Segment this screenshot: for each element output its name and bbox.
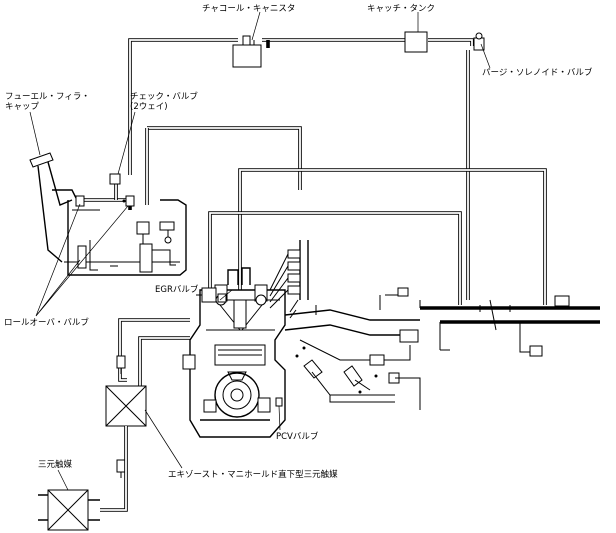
right-side-lines [208, 168, 600, 357]
label-manifold-catalyst: エキゾースト・マニホールド直下型三元触媒 [168, 470, 338, 480]
pcv-valve-shape [275, 397, 283, 407]
purge-solenoid-shape [466, 32, 485, 300]
fuel-filler-assembly [29, 152, 187, 276]
label-catch-tank: キャッチ・タンク [367, 4, 436, 14]
label-check-valve: チェック・バルブ (2ウェイ) [130, 92, 198, 112]
exhaust-system [38, 318, 190, 531]
charcoal-canister-shape [232, 35, 262, 68]
label-egr-valve: EGRバルブ [155, 285, 199, 295]
label-fuel-filler-cap: フューエル・フィラ・ キャップ [5, 92, 90, 112]
label-rollover-valve: ロールオーバ・バルブ [4, 318, 89, 328]
engine-block [182, 267, 286, 438]
throttle-sensors [289, 299, 421, 410]
catch-tank-shape [404, 31, 428, 53]
label-charcoal-canister: チャコール・キャニスタ [202, 4, 296, 14]
intake-injectors [269, 240, 420, 343]
label-three-way-catalyst: 三元触媒 [38, 460, 73, 470]
label-purge-solenoid-valve: パージ・ソレノイド・バルブ [482, 68, 593, 78]
label-pcv-valve: PCVバルブ [276, 432, 319, 442]
leader-lines [29, 11, 491, 491]
